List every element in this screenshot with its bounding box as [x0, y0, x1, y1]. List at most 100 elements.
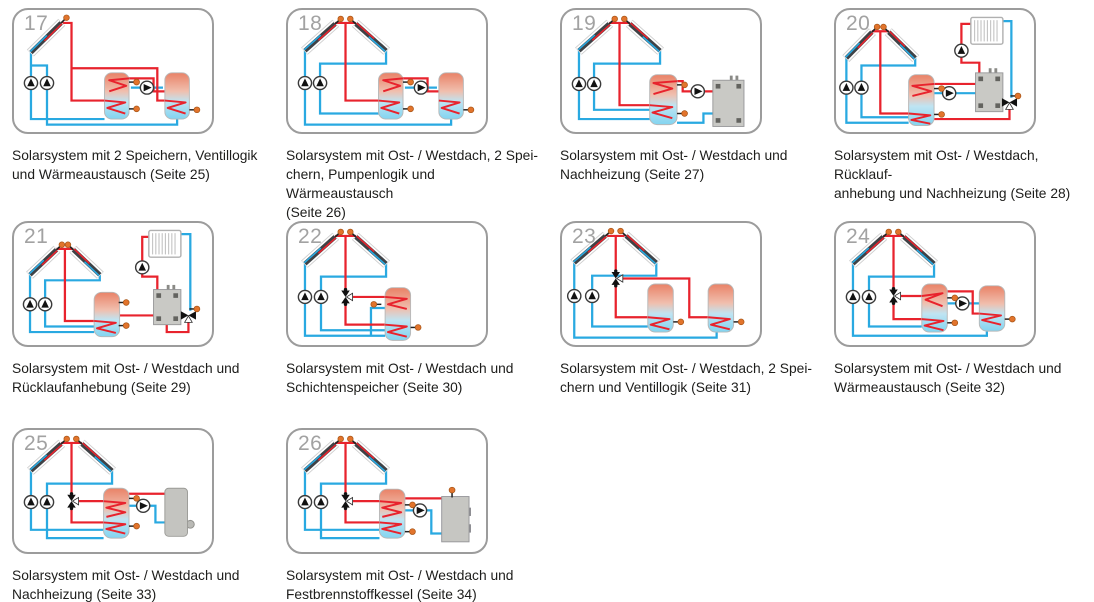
system-card-18: 18 Solarsystem mit Ost- / Westdach, 2 Sp… [286, 8, 548, 222]
system-caption: Solarsystem mit 2 Speichern, Ventillogik… [12, 148, 258, 183]
diagram-frame: 25 [12, 428, 214, 554]
system-card-23: 23 Solarsystem mit Ost- / Westdach, 2 Sp… [560, 221, 822, 397]
system-diagram-svg [22, 229, 201, 338]
hot-pipe [70, 506, 104, 524]
temperature-sensor-icon [673, 318, 685, 326]
system-diagram-svg [297, 15, 475, 126]
system-caption: Solarsystem mit Ost- / Westdach und Wärm… [834, 361, 1062, 396]
solar-collector-icon [26, 14, 70, 57]
collector-sensor-icon [337, 15, 344, 23]
system-diagram-svg [845, 228, 1016, 337]
solar-collector-icon [27, 435, 70, 475]
cold-pipe [845, 58, 909, 124]
system-caption: Solarsystem mit Ost- / Westdach und Nach… [560, 148, 788, 183]
diagram-frame: 19 [560, 8, 762, 134]
pump-up-icon [954, 43, 969, 58]
storage-tank-icon [438, 72, 464, 120]
temperature-sensor-icon [403, 78, 414, 86]
system-diagram [562, 223, 760, 345]
collector-sensor-icon [885, 228, 892, 236]
heat-exchanger-coil-icon [911, 82, 935, 97]
temperature-sensor-icon [947, 319, 959, 327]
solar-collector-icon [301, 15, 344, 55]
pump-up-icon [839, 80, 854, 95]
collector-sensor-icon [617, 227, 624, 235]
diagram-frame: 18 [286, 8, 488, 134]
system-number: 17 [24, 12, 49, 35]
system-caption: Solarsystem mit Ost- / Westdach und Nach… [12, 568, 240, 602]
system-diagram-svg [23, 14, 201, 126]
system-caption: Solarsystem mit Ost- / Westdach, 2 Spei-… [560, 361, 812, 396]
temperature-sensor-icon [1004, 315, 1016, 323]
solar-collector-icon [301, 228, 344, 268]
system-diagram [562, 10, 760, 132]
temperature-sensor-icon [1010, 92, 1022, 100]
system-card-26: 26 Solarsystem mit Ost- / Westdach und F… [286, 428, 548, 602]
boiler-icon [164, 487, 195, 537]
pump-up-icon [22, 297, 38, 312]
pump-up-icon [37, 297, 53, 312]
collector-sensor-icon [64, 241, 72, 248]
system-card-21: 21 Solarsystem mit Ost- / Westdach und R… [12, 221, 274, 397]
temperature-sensor-icon [129, 495, 140, 502]
pump-up-icon [297, 75, 313, 91]
cold-pipe [369, 306, 386, 336]
solar-collector-icon [849, 228, 892, 268]
three-way-valve-icon [611, 269, 624, 288]
temperature-sensor-icon [677, 81, 688, 89]
pump-up-icon [39, 75, 55, 91]
hot-pipe [344, 302, 386, 326]
system-caption: Solarsystem mit Ost- / Westdach und Rück… [12, 361, 240, 396]
cold-pipe [303, 470, 380, 531]
temperature-sensor-icon [410, 324, 422, 331]
solar-collector-icon [64, 241, 104, 279]
radiator-icon [970, 16, 1004, 45]
temperature-sensor-icon [934, 111, 945, 118]
storage-tank-icon [93, 291, 121, 338]
system-diagram-svg [297, 228, 422, 341]
three-way-valve-icon [67, 492, 80, 511]
pump-up-icon [23, 494, 39, 510]
heat-exchanger-coil-icon [379, 500, 403, 518]
temperature-sensor-icon [118, 322, 130, 329]
cold-pipe [43, 274, 101, 328]
solar-collector-icon [570, 227, 615, 267]
solar-collector-icon [621, 15, 664, 55]
collector-sensor-icon [607, 227, 615, 235]
cold-pipe [29, 470, 104, 531]
hot-pipe [892, 301, 922, 321]
system-number: 22 [298, 225, 323, 248]
solar-collector-icon [880, 23, 920, 63]
pump-up-icon [571, 76, 587, 92]
pump-up-icon [845, 289, 861, 305]
cold-pipe [30, 64, 179, 126]
hot-pipe [614, 284, 648, 319]
pump-up-icon [23, 75, 39, 91]
pump-up-icon [861, 289, 877, 305]
cold-pipe [179, 232, 192, 311]
pump-up-icon [586, 76, 602, 92]
heat-exchanger-coil-icon [108, 77, 130, 93]
system-card-19: 19 Solarsystem mit Ost- / Westdach und N… [560, 8, 822, 184]
heat-exchanger-coil-icon [164, 99, 187, 115]
diagram-frame: 21 [12, 221, 214, 347]
pump-right-icon [941, 86, 957, 101]
system-caption: Solarsystem mit Ost- / Westdach und Fest… [286, 568, 514, 602]
solar-collector-icon [842, 23, 881, 62]
solar-collector-icon [347, 435, 390, 475]
solar-collector-icon [617, 227, 661, 267]
boiler-icon [153, 284, 182, 326]
solar-collector-icon [73, 435, 116, 475]
collector-sensor-icon [873, 23, 881, 31]
heat-exchanger-coil-icon [382, 77, 404, 93]
system-number: 19 [572, 12, 597, 35]
temperature-sensor-icon [448, 486, 456, 498]
system-number: 26 [298, 432, 323, 455]
heat-exchanger-coil-icon [438, 99, 461, 115]
heat-exchanger-coil-icon [921, 318, 945, 332]
heat-exchanger-coil-icon [708, 316, 731, 331]
diagram-frame: 17 [12, 8, 214, 134]
cold-pipe [28, 274, 95, 334]
hot-pipe [934, 106, 1011, 121]
